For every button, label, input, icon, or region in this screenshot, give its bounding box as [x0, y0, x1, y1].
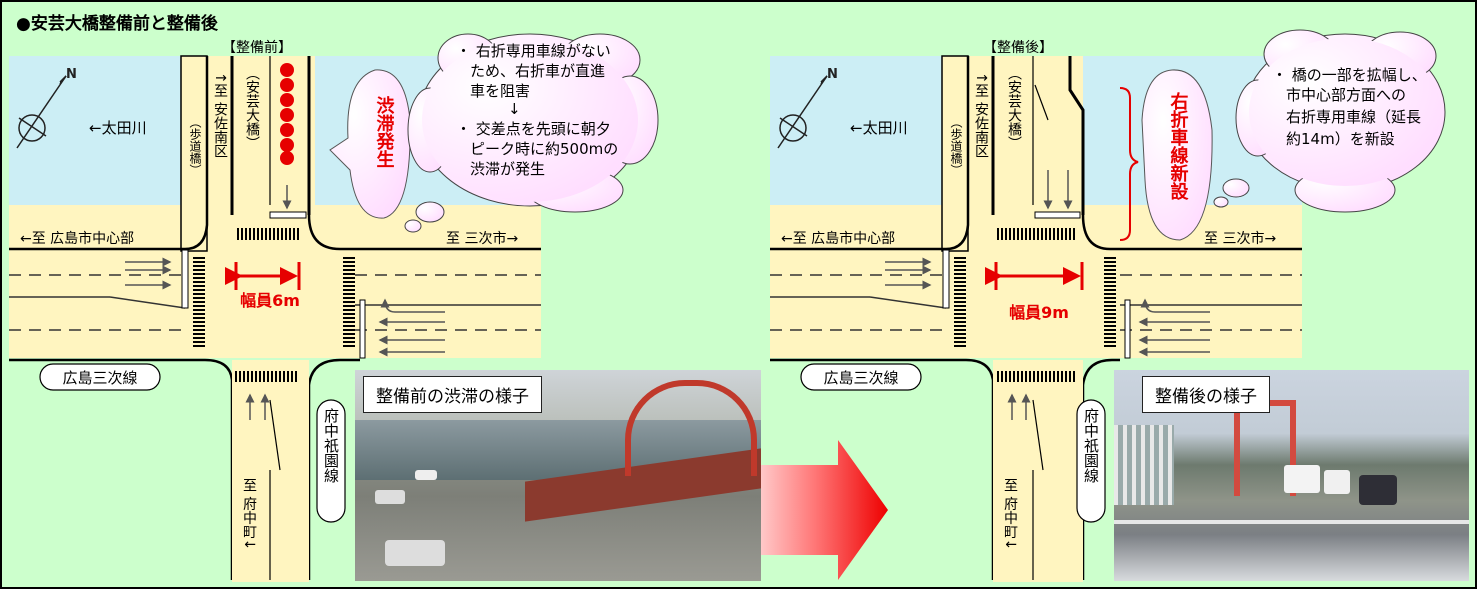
after-to-hiroshima: ←至 広島市中心部 [781, 230, 895, 247]
after-to-miyoshi: 至 三次市→ [1204, 230, 1276, 247]
after-new-lane-text: 右折車線新設 [1168, 91, 1189, 201]
svg-text:渋滞が発生: 渋滞が発生 [470, 160, 545, 178]
after-photo-caption: 整備後の様子 [1142, 376, 1270, 413]
before-cloud-text: ・ 右折専用車線がない ため、右折車が直進 車を阻害 ↓ ・ 交差点を先頭に朝夕… [456, 42, 618, 178]
after-river-label: ←太田川 [850, 119, 908, 137]
after-cloud-text: ・ 橋の一部を拡幅し、 市中心部方面への 右折専用車線（延長 約14m）を新設 [1272, 66, 1427, 148]
after-new-lane-bubble [1141, 69, 1213, 241]
before-to-miyoshi: 至 三次市→ [446, 230, 518, 247]
after-compass-n: N [827, 67, 838, 82]
before-road-name: 広島三次線 [62, 369, 137, 387]
before-river-label: ←太田川 [89, 119, 147, 137]
svg-text:市中心部方面への: 市中心部方面への [1286, 86, 1406, 104]
before-width-label: 幅員6m [240, 291, 300, 310]
before-fuchu-pill [316, 399, 346, 523]
before-bridge-label: （安芸大橋） [244, 66, 260, 150]
before-congestion-bubble [329, 69, 411, 219]
svg-text:・ 右折専用車線がない: ・ 右折専用車線がない [456, 42, 611, 60]
before-thought-cloud [404, 33, 659, 233]
before-header: 【整備前】 [222, 39, 292, 56]
svg-text:ピーク時に約500mの: ピーク時に約500mの [470, 140, 618, 158]
before-to-fuchu: 至 府中町↓ [241, 478, 257, 550]
svg-text:↓: ↓ [508, 100, 521, 118]
after-to-asa: ↑至 安佐南区 [973, 72, 989, 159]
svg-text:・ 交差点を先頭に朝夕: ・ 交差点を先頭に朝夕 [456, 120, 611, 138]
before-to-asa: ↑至 安佐南区 [212, 72, 228, 159]
after-fuchu-road: 府中祇園線 [1082, 408, 1100, 483]
after-header: 【整備後】 [983, 40, 1053, 56]
before-fuchu-road: 府中祇園線 [322, 408, 340, 483]
before-walkway-label: （歩道橋） [188, 116, 202, 176]
svg-text:約14m）を新設: 約14m）を新設 [1286, 130, 1395, 148]
before-photo-caption: 整備前の渋滞の様子 [363, 376, 542, 413]
after-width-dimension [985, 262, 1084, 290]
compass-north-icon [16, 75, 67, 149]
after-to-fuchu: 至 府中町↓ [1002, 478, 1018, 550]
after-map [770, 55, 1302, 582]
after-thought-cloud [1213, 29, 1446, 213]
width-dimension [225, 262, 301, 290]
congestion-dot-icon [280, 63, 294, 165]
after-lane-arrows [885, 170, 1210, 420]
svg-text:右折専用車線（延長: 右折専用車線（延長 [1286, 108, 1421, 126]
page-title: ●安芸大橋整備前と整備後 [16, 14, 218, 34]
after-road-name-pill [800, 363, 922, 391]
before-compass-n: N [66, 67, 77, 82]
after-road-name: 広島三次線 [823, 369, 898, 387]
before-road-name-pill [39, 363, 161, 391]
after-fuchu-pill [1076, 399, 1106, 523]
walkway-bridge [180, 55, 208, 252]
svg-text:車を阻害: 車を阻害 [470, 82, 530, 100]
before-photo: 整備前の渋滞の様子 [355, 370, 761, 581]
before-to-hiroshima: ←至 広島市中心部 [20, 230, 134, 247]
after-photo: 整備後の様子 [1114, 370, 1469, 581]
after-walkway-label: （歩道橋） [949, 116, 963, 176]
before-congestion-text: 渋滞発生 [374, 95, 396, 168]
svg-text:・ 橋の一部を拡幅し、: ・ 橋の一部を拡幅し、 [1272, 66, 1427, 84]
after-width-label: 幅員9m [1009, 303, 1069, 322]
after-compass-north-icon [777, 75, 828, 149]
new-lane-bracket [1119, 87, 1139, 241]
svg-text:ため、右折車が直進: ため、右折車が直進 [470, 62, 605, 80]
lane-arrows [125, 185, 445, 420]
after-bridge-label: （安芸大橋） [1006, 66, 1022, 150]
river-west [9, 56, 181, 205]
